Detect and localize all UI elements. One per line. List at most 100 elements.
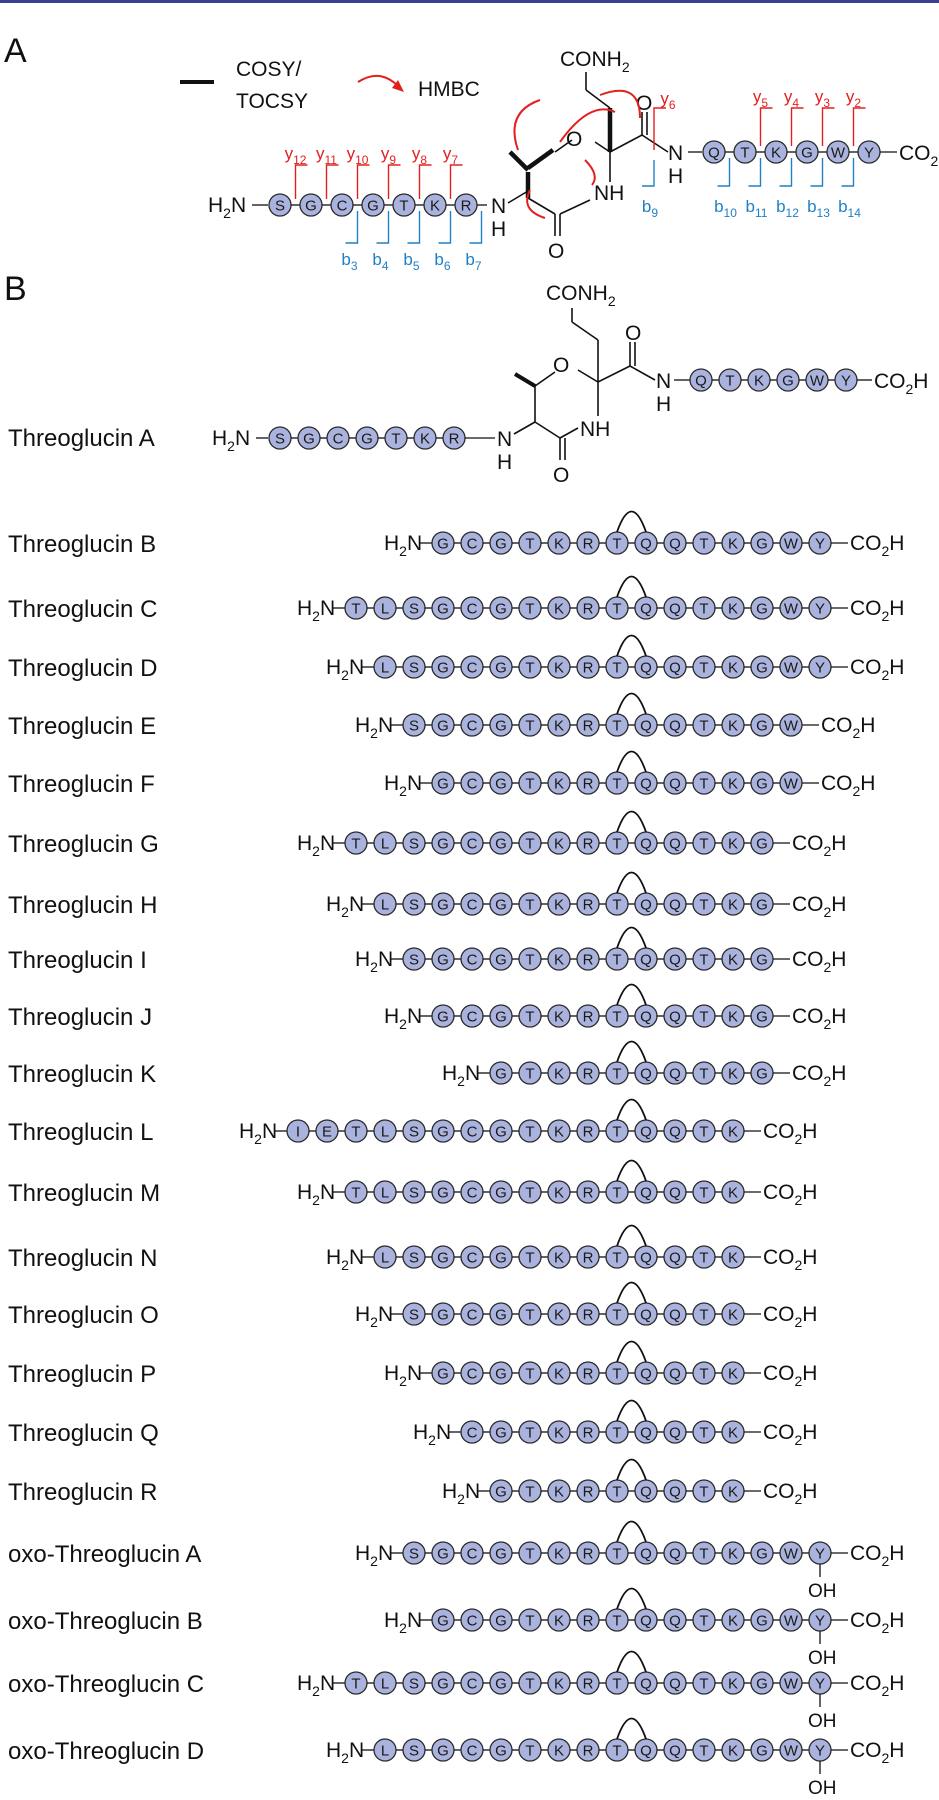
residue-letter: L (381, 601, 389, 618)
b-ion-bracket (642, 160, 655, 187)
residue-letter: G (495, 952, 507, 969)
residue-letter: K (554, 1676, 564, 1693)
residue-letter: Q (640, 601, 652, 618)
residue-letter: Q (669, 536, 681, 553)
residue-11: T (692, 947, 716, 971)
residue-2: S (402, 1245, 426, 1269)
residue-1: L (373, 1738, 397, 1762)
residue-letter: G (303, 431, 315, 448)
residue-3: G (489, 531, 513, 555)
residue-1: S (402, 947, 426, 971)
hydroxyl-label: OH (808, 1711, 837, 1732)
residue-letter: T (391, 431, 400, 448)
residue-8: Q (663, 1420, 687, 1444)
residue-letter: T (699, 601, 708, 618)
residue-11: R (576, 1119, 600, 1143)
compound-name: Threoglucin L (8, 1119, 153, 1146)
residue-letter: K (554, 1009, 564, 1026)
residue-1: C (460, 1420, 484, 1444)
residue-letter: C (467, 1613, 478, 1630)
residue-letter: Q (669, 1250, 681, 1267)
residue-14: Y (808, 531, 832, 555)
residue-letter: C (467, 1425, 478, 1442)
core-bond (527, 197, 556, 215)
core-h-right: H (656, 393, 671, 416)
y-ion-label: y4​ (784, 87, 800, 110)
residue-letter: G (437, 1546, 449, 1563)
residue-7: T (518, 1180, 542, 1204)
residue-letter: K (554, 1425, 564, 1442)
panel-a-left-residue-2: G (299, 193, 323, 217)
residue-2: S (402, 1738, 426, 1762)
residue-letter: R (583, 1743, 594, 1760)
residue-letter: T (525, 897, 534, 914)
panel-a-right-residue-4: G (795, 140, 819, 164)
residue-letter: G (437, 1743, 449, 1760)
residue-12: T (692, 892, 716, 916)
c-terminus: CO2​H (792, 1005, 846, 1032)
row-oxo-threoglucin-c: oxo-Threoglucin CH2​NTLSGCGTKRTQQTKGWYCO… (8, 1650, 904, 1732)
residue-letter: T (525, 1484, 534, 1501)
residue-letter: S (409, 1124, 419, 1141)
residue-letter: W (831, 145, 846, 162)
core-sidechain (585, 89, 611, 109)
residue-letter: G (756, 1743, 768, 1760)
residue-9: R (576, 831, 600, 855)
residue-8: Q (634, 531, 658, 555)
residue-4: L (373, 1119, 397, 1143)
residue-1: T (344, 596, 368, 620)
residue-3: C (460, 1541, 484, 1565)
residue-letter: G (495, 1185, 507, 1202)
residue-letter: G (756, 718, 768, 735)
residue-1: T (344, 831, 368, 855)
residue-letter: K (554, 952, 564, 969)
residue-letter: G (756, 952, 768, 969)
residue-16: Y (808, 655, 832, 679)
thr-gln-crosslink (616, 1587, 647, 1610)
residue-9: T (692, 1420, 716, 1444)
residue-4: R (576, 1061, 600, 1085)
residue-5: T (518, 713, 542, 737)
residue-letter: T (612, 1124, 621, 1141)
residue-8: R (576, 1245, 600, 1269)
residue-letter: C (467, 718, 478, 735)
residue-letter: G (495, 897, 507, 914)
residue-letter: L (381, 660, 389, 677)
residue-letter: W (784, 660, 799, 677)
residue-letter: Q (669, 1546, 681, 1563)
residue-letter: K (728, 1743, 738, 1760)
residue-letter: G (756, 1613, 768, 1630)
core-ring-o-bond (554, 139, 573, 153)
n-terminus: H2​N (384, 1362, 422, 1389)
residue-letter: T (699, 1743, 708, 1760)
residue-letter: T (351, 601, 360, 618)
residue-3: S (402, 1180, 426, 1204)
residue-4: R (576, 1479, 600, 1503)
compound-name: Threoglucin E (8, 713, 156, 740)
residue-14: K (721, 831, 745, 855)
residue-letter: T (525, 776, 534, 793)
residue-letter: C (467, 1307, 478, 1324)
compound-name: Threoglucin I (8, 947, 147, 974)
residue-13: G (750, 1541, 774, 1565)
legend-cosy-label: COSY/ (236, 58, 302, 81)
residue-letter: C (467, 1124, 478, 1141)
residue-9: K (721, 1061, 745, 1085)
residue-letter: K (554, 1546, 564, 1563)
compound-name: Threoglucin R (8, 1479, 157, 1506)
thr-gln-crosslink (616, 1650, 647, 1673)
hmbc-arrow (559, 108, 616, 143)
n-terminus: H2​N (384, 532, 422, 559)
y-ion-bracket (418, 164, 432, 199)
threoglucin-a-left-residue-3: C (326, 426, 350, 450)
c-terminus: CO2​H (850, 532, 904, 559)
threoglucin-a-left-residue-7: R (442, 426, 466, 450)
compound-name: Threoglucin P (8, 1361, 156, 1388)
b-ion-bracket (748, 158, 762, 187)
residue-letter: T (612, 1425, 621, 1442)
residue-letter: K (554, 1366, 564, 1383)
residue-letter: T (351, 1676, 360, 1693)
residue-13: K (721, 1245, 745, 1269)
n-terminus: H2​N (413, 1421, 451, 1448)
